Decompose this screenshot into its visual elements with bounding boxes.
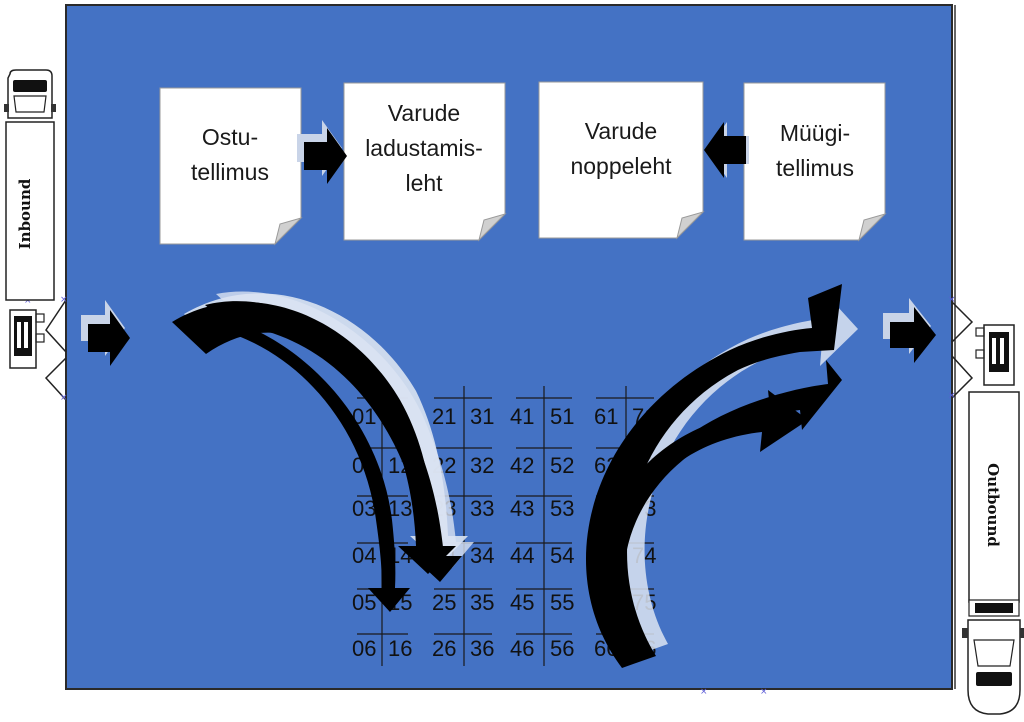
purchase-order-line-1: Ostu- (202, 124, 258, 150)
bin-label: 43 (510, 496, 534, 521)
bin-label: 61 (594, 404, 618, 429)
putaway-sheet-line-2: ladustamis- (365, 135, 483, 161)
putaway-sheet-line-3: leht (405, 170, 443, 196)
svg-text:×: × (760, 687, 768, 697)
bin-label: 46 (510, 636, 534, 661)
outbound-label: Outbound (984, 463, 1002, 547)
outbound-truck: Outbound (962, 324, 1024, 715)
bin-label: 16 (388, 636, 412, 661)
putaway-sheet-line-1: Varude (388, 100, 460, 126)
bin-label: 21 (432, 404, 456, 429)
putaway-curve-arrows (172, 291, 474, 612)
outbound-trailer (968, 391, 1020, 603)
bin-label: 04 (352, 543, 376, 568)
svg-text:×: × (60, 295, 68, 305)
svg-text:×: × (948, 295, 956, 305)
arrow-inbound-dock (81, 300, 130, 366)
picking-sheet-line-1: Varude (585, 118, 657, 144)
inbound-truck-cab (7, 69, 53, 119)
purchase-order-line-2: tellimus (191, 159, 269, 185)
document-putaway-sheet: Varude ladustamis- leht (343, 82, 507, 242)
bin-label: 25 (432, 590, 456, 615)
bin-label: 06 (352, 636, 376, 661)
inbound-trailer (5, 121, 55, 301)
bin-label: 33 (470, 496, 494, 521)
bin-label: 13 (388, 496, 412, 521)
arrow-purchase-to-putaway (297, 120, 347, 184)
sales-order-line-2: tellimus (776, 155, 854, 181)
picking-curve-arrows (585, 284, 858, 668)
bin-label: 55 (550, 590, 574, 615)
bin-label: 42 (510, 453, 534, 478)
picking-sheet-line-2: noppeleht (570, 153, 672, 179)
bin-label: 35 (470, 590, 494, 615)
outbound-truck-cab (967, 619, 1021, 715)
bin-label: 52 (550, 453, 574, 478)
bin-label: 51 (550, 404, 574, 429)
arrow-sales-to-picking (704, 122, 749, 178)
outbound-trailer-rear (975, 324, 1015, 386)
bin-label: 31 (470, 404, 494, 429)
sales-order-line-1: Müügi- (780, 120, 850, 146)
inbound-dock-door: × × × (24, 295, 68, 403)
svg-text:×: × (700, 687, 708, 697)
document-sales-order: Müügi- tellimus (743, 82, 887, 242)
inbound-trailer-rear (9, 309, 45, 369)
bin-label: 05 (352, 590, 376, 615)
document-picking-sheet: Varude noppeleht (538, 81, 705, 240)
bin-label: 32 (470, 453, 494, 478)
bin-label: 45 (510, 590, 534, 615)
bin-label: 54 (550, 543, 574, 568)
bin-label: 34 (470, 543, 494, 568)
bin-label: 41 (510, 404, 534, 429)
inbound-label: Inbound (16, 178, 34, 249)
svg-text:×: × (948, 391, 956, 401)
bin-label: 56 (550, 636, 574, 661)
svg-text:×: × (24, 296, 32, 306)
bin-label: 03 (352, 496, 376, 521)
bin-label: 53 (550, 496, 574, 521)
document-purchase-order: Ostu- tellimus (159, 87, 303, 246)
arrow-outbound-dock (883, 298, 936, 363)
inbound-truck: Inbound (4, 69, 56, 369)
svg-text:×: × (60, 393, 68, 403)
bin-label: 26 (432, 636, 456, 661)
bin-label: 36 (470, 636, 494, 661)
bin-label: 44 (510, 543, 534, 568)
